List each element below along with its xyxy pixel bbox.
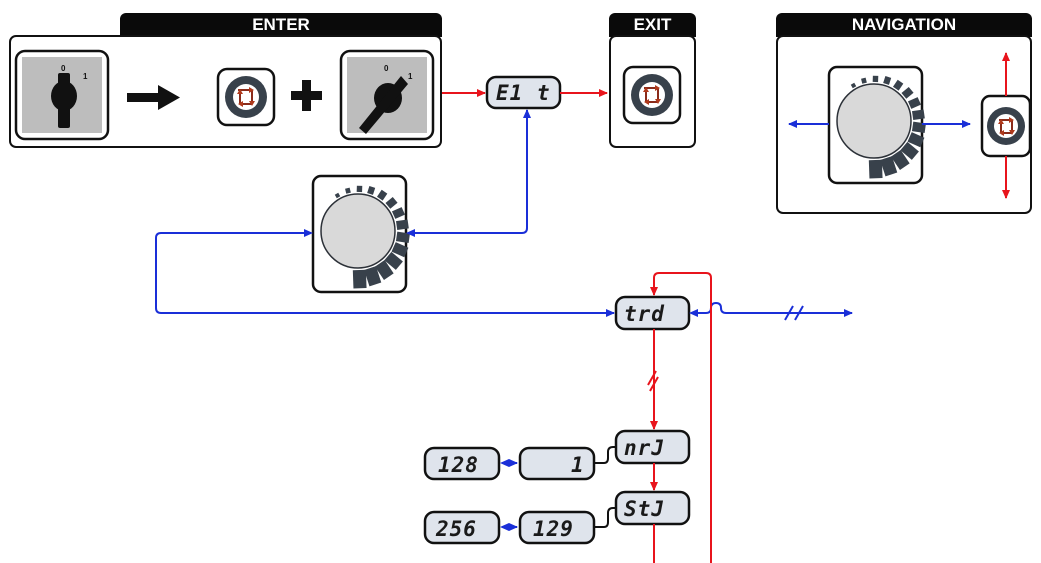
knob-tick (395, 231, 410, 243)
knob-tick (880, 156, 898, 177)
display-value-256-text: 256 (435, 517, 477, 541)
display-value-128-text: 128 (438, 453, 479, 477)
knob-to-trd-arrow (155, 229, 615, 317)
main-switch-on-icon: 0 1 (339, 49, 435, 141)
nrd-value-connector (594, 446, 616, 464)
knob-tick (391, 242, 409, 258)
knob-tick (883, 76, 892, 85)
display-value-129-text: 129 (533, 517, 574, 541)
knob-tick (367, 186, 376, 195)
knob-tick (850, 82, 857, 89)
display-trd: trd (614, 295, 691, 331)
knob-tick (907, 97, 921, 109)
display-trd-text: trd (624, 302, 665, 326)
return-loop-arrow (650, 272, 712, 563)
navigation-title: NAVIGATION (776, 13, 1032, 37)
switch-label-off-2: 0 (384, 64, 389, 73)
plus-icon (291, 80, 322, 111)
main-switch-off-icon: 0 1 (14, 49, 110, 141)
knob-tick (861, 77, 867, 84)
break-mark-4 (649, 376, 659, 392)
trd-continue-arrow (689, 301, 853, 317)
nav-control-knob-icon (827, 65, 926, 185)
knob-tick (376, 189, 388, 201)
knob-tick (892, 79, 904, 91)
knob-tick (901, 86, 914, 99)
knob-tick (900, 141, 919, 160)
knob-tick (385, 196, 398, 209)
knob-tick (912, 109, 925, 120)
knob-tick (384, 251, 403, 270)
push-button-icon (216, 67, 276, 127)
knob-tick (907, 132, 925, 148)
knob-tick (911, 121, 926, 133)
display-nrd: nrJ (614, 429, 691, 465)
knob-tick (352, 269, 367, 289)
knob-tick (890, 150, 910, 170)
knob-tick (868, 159, 883, 179)
std-value-connector (594, 507, 616, 528)
switch-label-on: 1 (83, 72, 88, 81)
display-value-129: 129 (518, 510, 596, 545)
break-mark-1 (784, 305, 794, 321)
control-knob-icon (311, 174, 410, 294)
knob-tick (374, 260, 394, 280)
display-nrd-text: nrJ (624, 436, 665, 460)
switch-label-on-2: 1 (408, 72, 413, 81)
nav-push-button-icon (980, 94, 1032, 158)
knob-tick (334, 192, 341, 199)
arrow-right-icon (127, 85, 180, 110)
display-elt-text: E1 t (496, 81, 551, 105)
display-elt: E1 t (485, 75, 562, 110)
knob-tick (391, 207, 405, 219)
display-value-1-text: 1 (571, 453, 585, 477)
exit-title: EXIT (609, 13, 696, 37)
display-std: StJ (614, 490, 691, 526)
knob-tick (364, 266, 382, 287)
exit-push-button-icon (622, 65, 682, 125)
switch-label-off: 0 (61, 64, 66, 73)
display-value-256: 256 (423, 510, 501, 545)
break-mark-3 (647, 370, 657, 386)
enter-title: ENTER (120, 13, 442, 37)
display-std-text: StJ (624, 497, 665, 521)
break-mark-2 (794, 305, 804, 321)
display-value-128: 128 (423, 446, 501, 481)
display-value-1: 1 (518, 446, 596, 481)
knob-tick (345, 187, 351, 194)
knob-tick (396, 219, 409, 230)
